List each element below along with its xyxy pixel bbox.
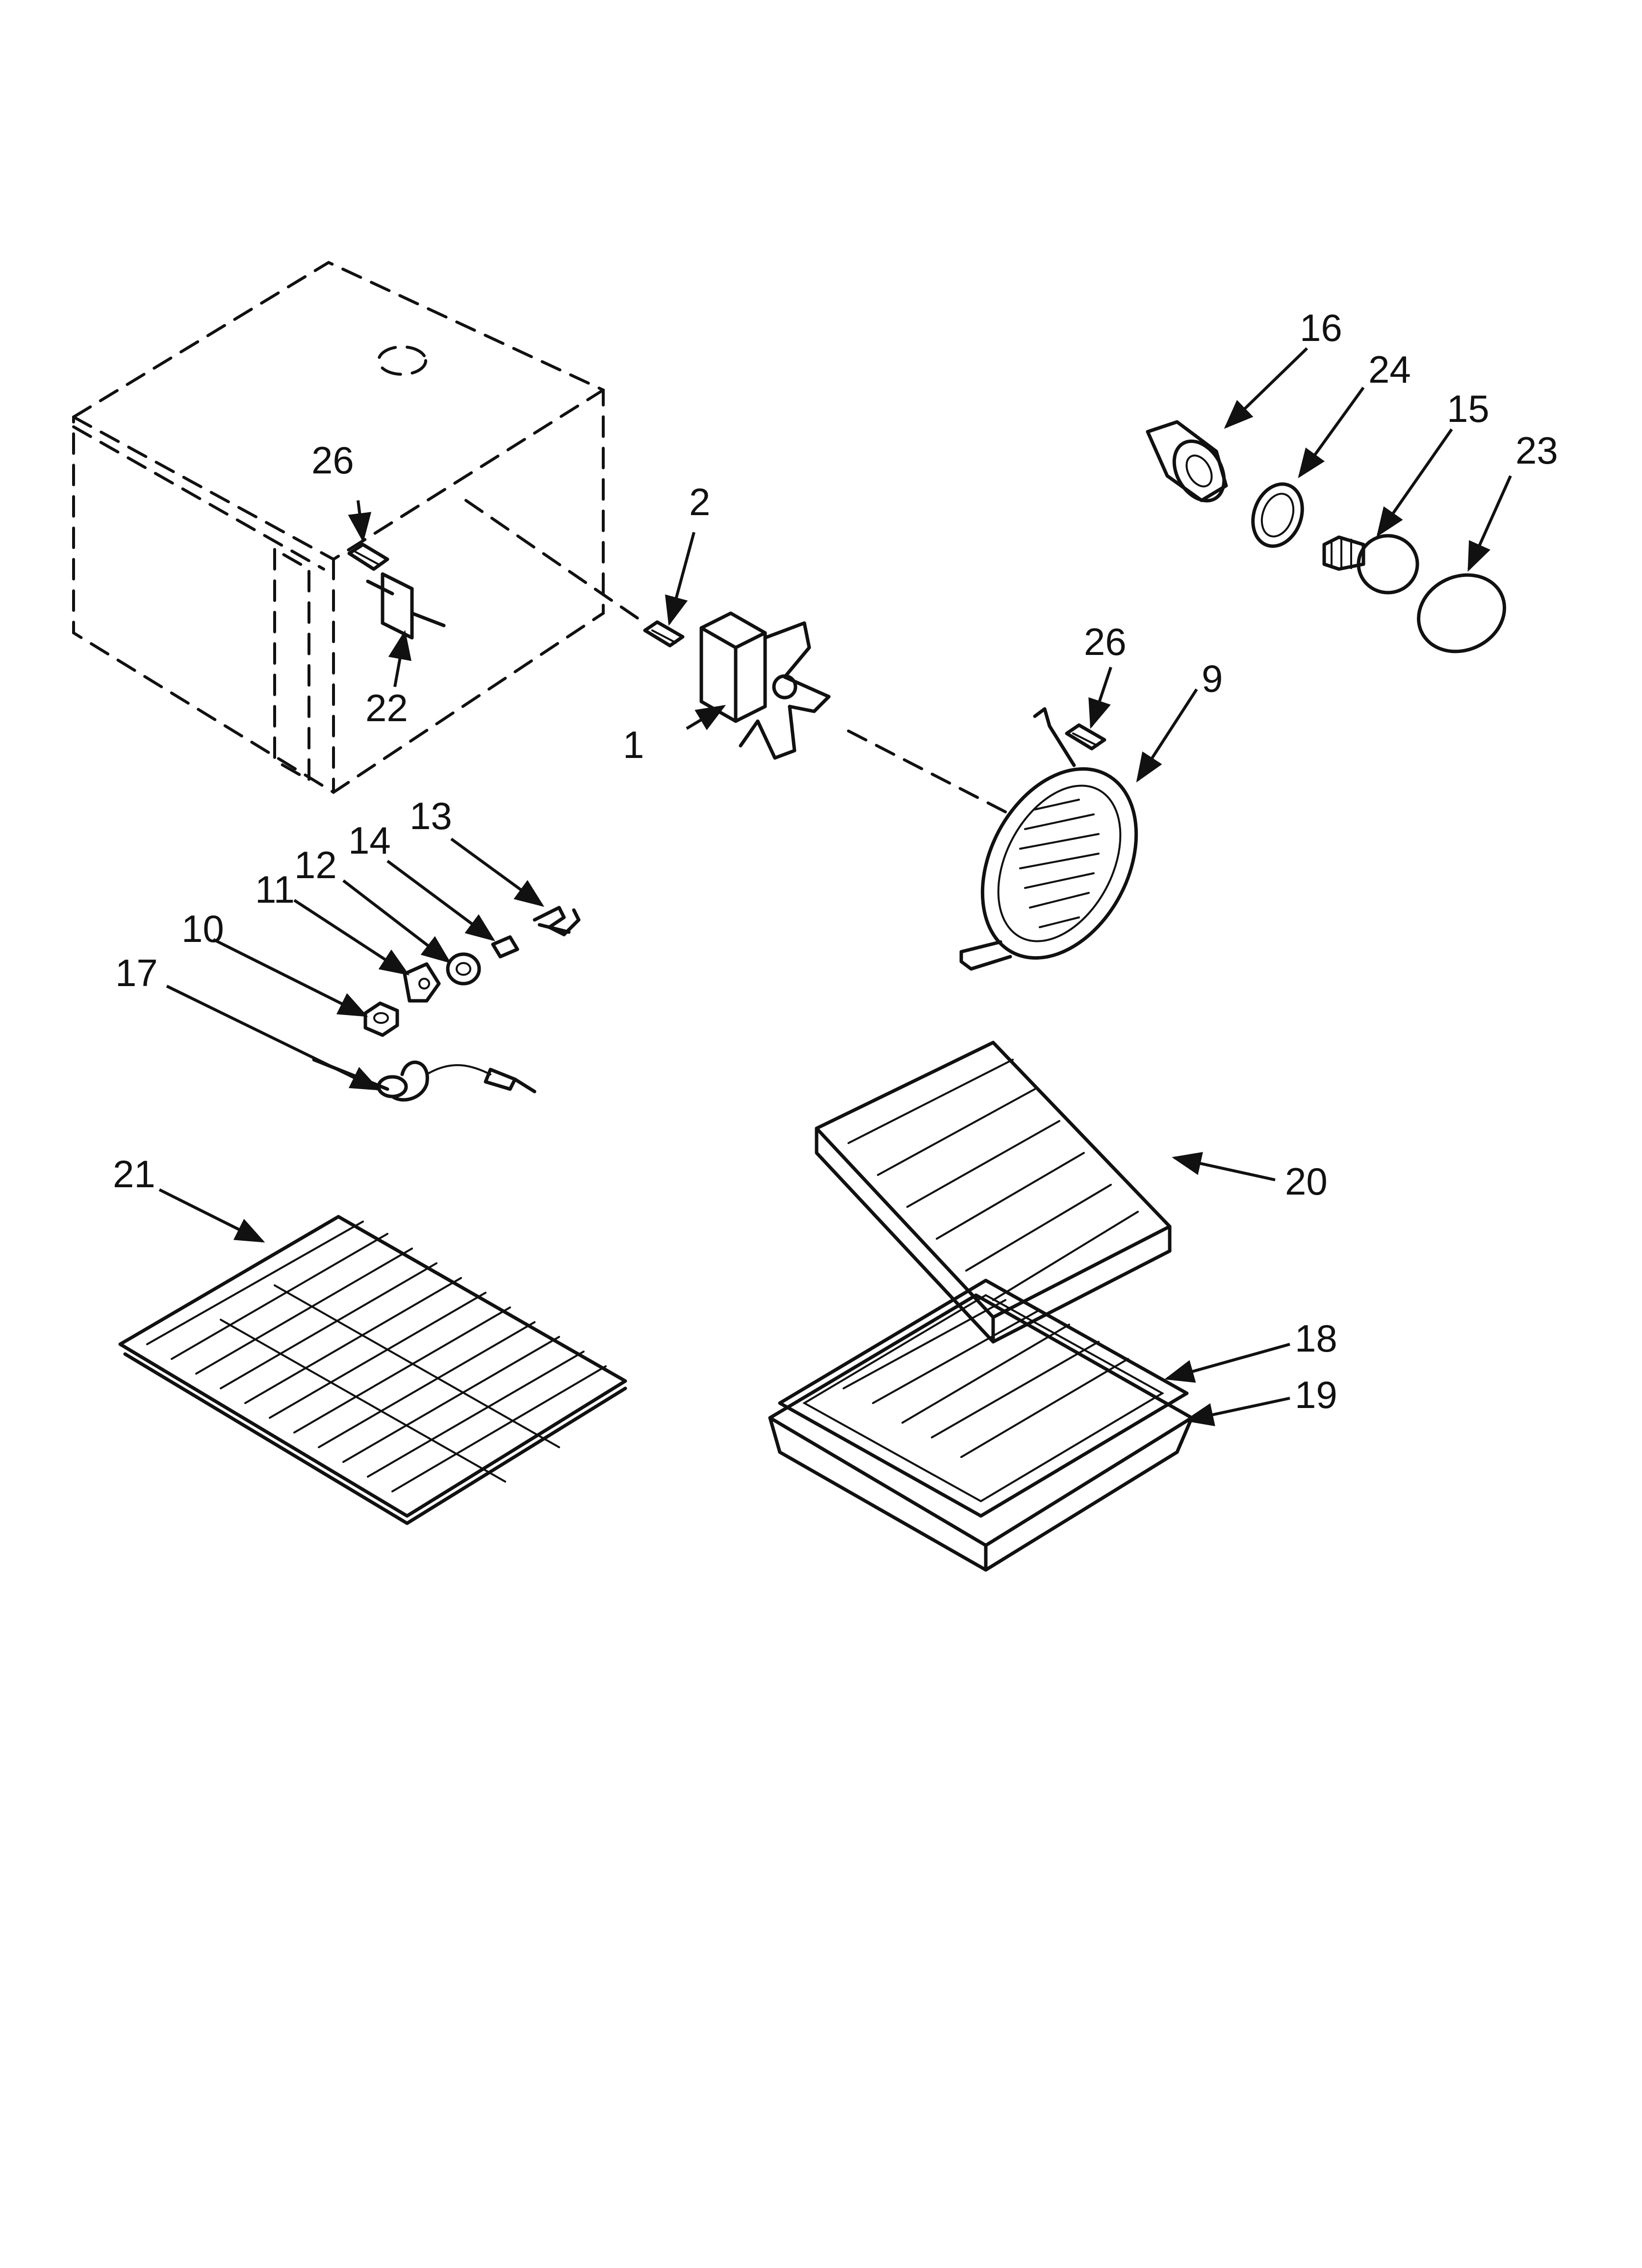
callout-1: 1 <box>623 723 644 766</box>
callout-20: 20 <box>1285 1160 1328 1203</box>
leader-lines <box>158 347 1512 1427</box>
callout-19: 19 <box>1295 1373 1337 1416</box>
assembly-line <box>847 730 1012 816</box>
screw-part <box>347 543 389 571</box>
broiler-pan-grid-part <box>778 1278 1189 1518</box>
callout-10: 10 <box>181 907 224 950</box>
broiler-grid-part <box>815 1041 1172 1344</box>
gasket-ring-part <box>1251 482 1304 548</box>
callout-13: 13 <box>410 794 452 837</box>
callout-9: 9 <box>1202 657 1223 700</box>
fan-motor-part <box>699 611 831 760</box>
callout-17: 17 <box>115 951 158 994</box>
callout-26-upper: 26 <box>311 439 354 482</box>
callout-15: 15 <box>1447 387 1489 430</box>
callout-18: 18 <box>1295 1317 1337 1360</box>
callout-labels: 1 2 26 22 26 9 16 24 15 23 13 14 12 11 1… <box>113 306 1558 1416</box>
callout-16: 16 <box>1300 306 1342 349</box>
meat-probe-part <box>312 1058 537 1102</box>
lens-cover-part <box>1416 573 1507 653</box>
light-socket-part <box>1146 420 1228 503</box>
oven-cavity-outline <box>72 261 639 794</box>
callout-2: 2 <box>689 480 710 523</box>
cover-screw-part <box>1065 723 1106 751</box>
fan-screw-part <box>643 620 685 648</box>
terminal-hardware-parts <box>363 906 581 1037</box>
callout-11: 11 <box>255 868 295 911</box>
light-bulb-part <box>1322 534 1419 595</box>
callout-22: 22 <box>365 686 408 730</box>
oven-rack-part <box>118 1215 627 1525</box>
callout-12: 12 <box>294 843 337 886</box>
bracket-part <box>366 572 446 640</box>
callout-21: 21 <box>113 1152 155 1196</box>
fan-cover-part <box>959 707 1138 971</box>
callout-26-lower: 26 <box>1084 620 1127 663</box>
callout-14: 14 <box>348 819 391 862</box>
callout-23: 23 <box>1515 429 1558 472</box>
callout-24: 24 <box>1368 348 1411 391</box>
